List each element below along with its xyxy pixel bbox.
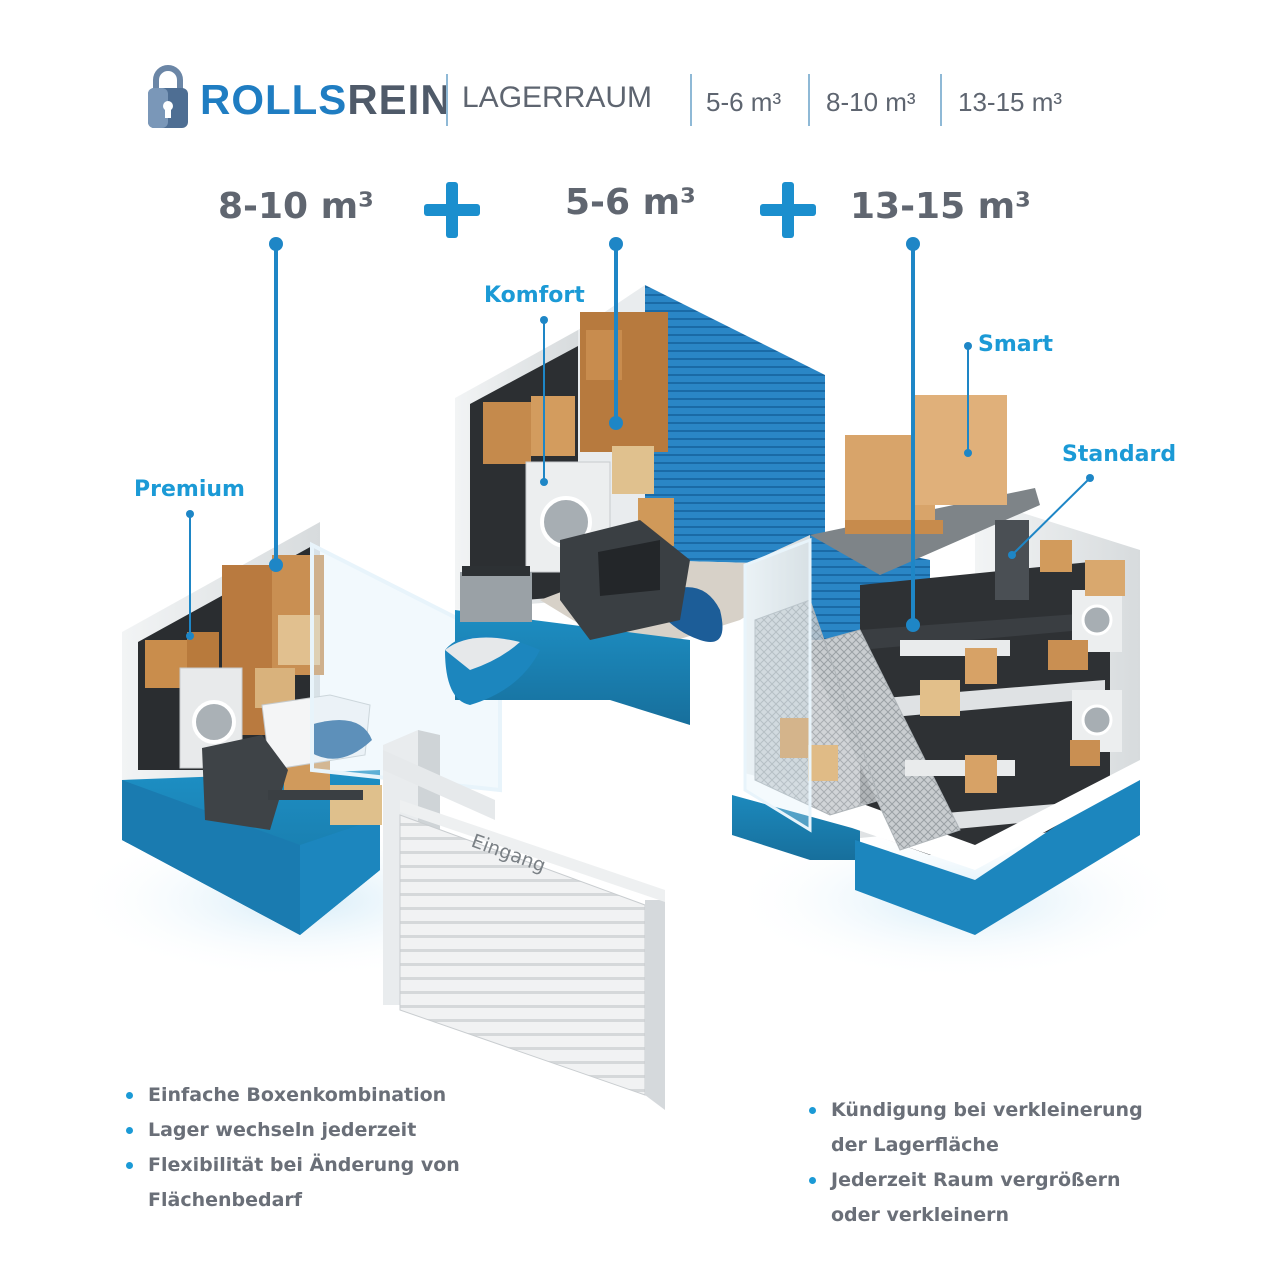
pallet-boxes-right (845, 395, 1007, 534)
header-size-option: 13-15 m³ (958, 87, 1063, 117)
plus-icon (424, 182, 480, 238)
list-item: Einfache Boxenkombination (122, 1078, 460, 1113)
volume-label-left: 8-10 m³ (218, 186, 374, 227)
list-item: Lager wechseln jederzeit (122, 1113, 460, 1148)
room-left (122, 522, 502, 935)
table-right-lower (905, 760, 1015, 776)
benefits-list-right: Kündigung bei verkleinerung der Lagerflä… (805, 1093, 1143, 1233)
tier-label-smart: Smart (978, 332, 1053, 357)
volume-label-right: 13-15 m³ (850, 186, 1031, 227)
header-divider (940, 74, 942, 126)
list-item-continuation: der Lagerfläche (831, 1134, 999, 1156)
brand-part-2: REIN (347, 76, 452, 123)
boxes-right (780, 540, 1125, 793)
list-item: Kündigung bei verkleinerung (805, 1093, 1143, 1128)
header-size-option: 5-6 m³ (706, 87, 782, 117)
stove-middle (460, 572, 532, 622)
entrance-gate (383, 730, 665, 1110)
header: ROLLSREIN LAGERRAUM 5-6 m³ 8-10 m³ 13-15… (140, 62, 1100, 132)
room-right (732, 395, 1140, 935)
header-section-title: LAGERRAUM (462, 81, 653, 114)
plus-icon (760, 182, 816, 238)
list-item-continuation: Flächenbedarf (148, 1189, 303, 1211)
list-item: Flexibilität bei Änderung von (122, 1148, 460, 1183)
list-item-continuation: oder verkleinern (831, 1204, 1010, 1226)
tier-label-standard: Standard (1062, 442, 1177, 467)
header-size-option: 8-10 m³ (826, 87, 916, 117)
armchair-left (202, 735, 288, 830)
tier-label-komfort: Komfort (484, 283, 585, 308)
padlock-logo-icon (148, 65, 188, 128)
brand-part-1: ROLLS (200, 76, 348, 123)
volume-label-middle: 5-6 m³ (565, 182, 696, 223)
connector-lines (269, 237, 920, 632)
table-left (268, 790, 363, 800)
list-item: Jederzeit Raum vergrößern (805, 1163, 1143, 1198)
header-divider (808, 74, 810, 126)
benefits-list-left: Einfache Boxenkombination Lager wechseln… (122, 1078, 460, 1218)
header-divider (690, 74, 692, 126)
brand-name: ROLLSREIN (200, 78, 452, 122)
header-divider (446, 74, 448, 126)
tier-label-premium: Premium (134, 477, 245, 502)
tier-pointer-lines (186, 316, 1094, 640)
fridge-right (995, 520, 1029, 600)
